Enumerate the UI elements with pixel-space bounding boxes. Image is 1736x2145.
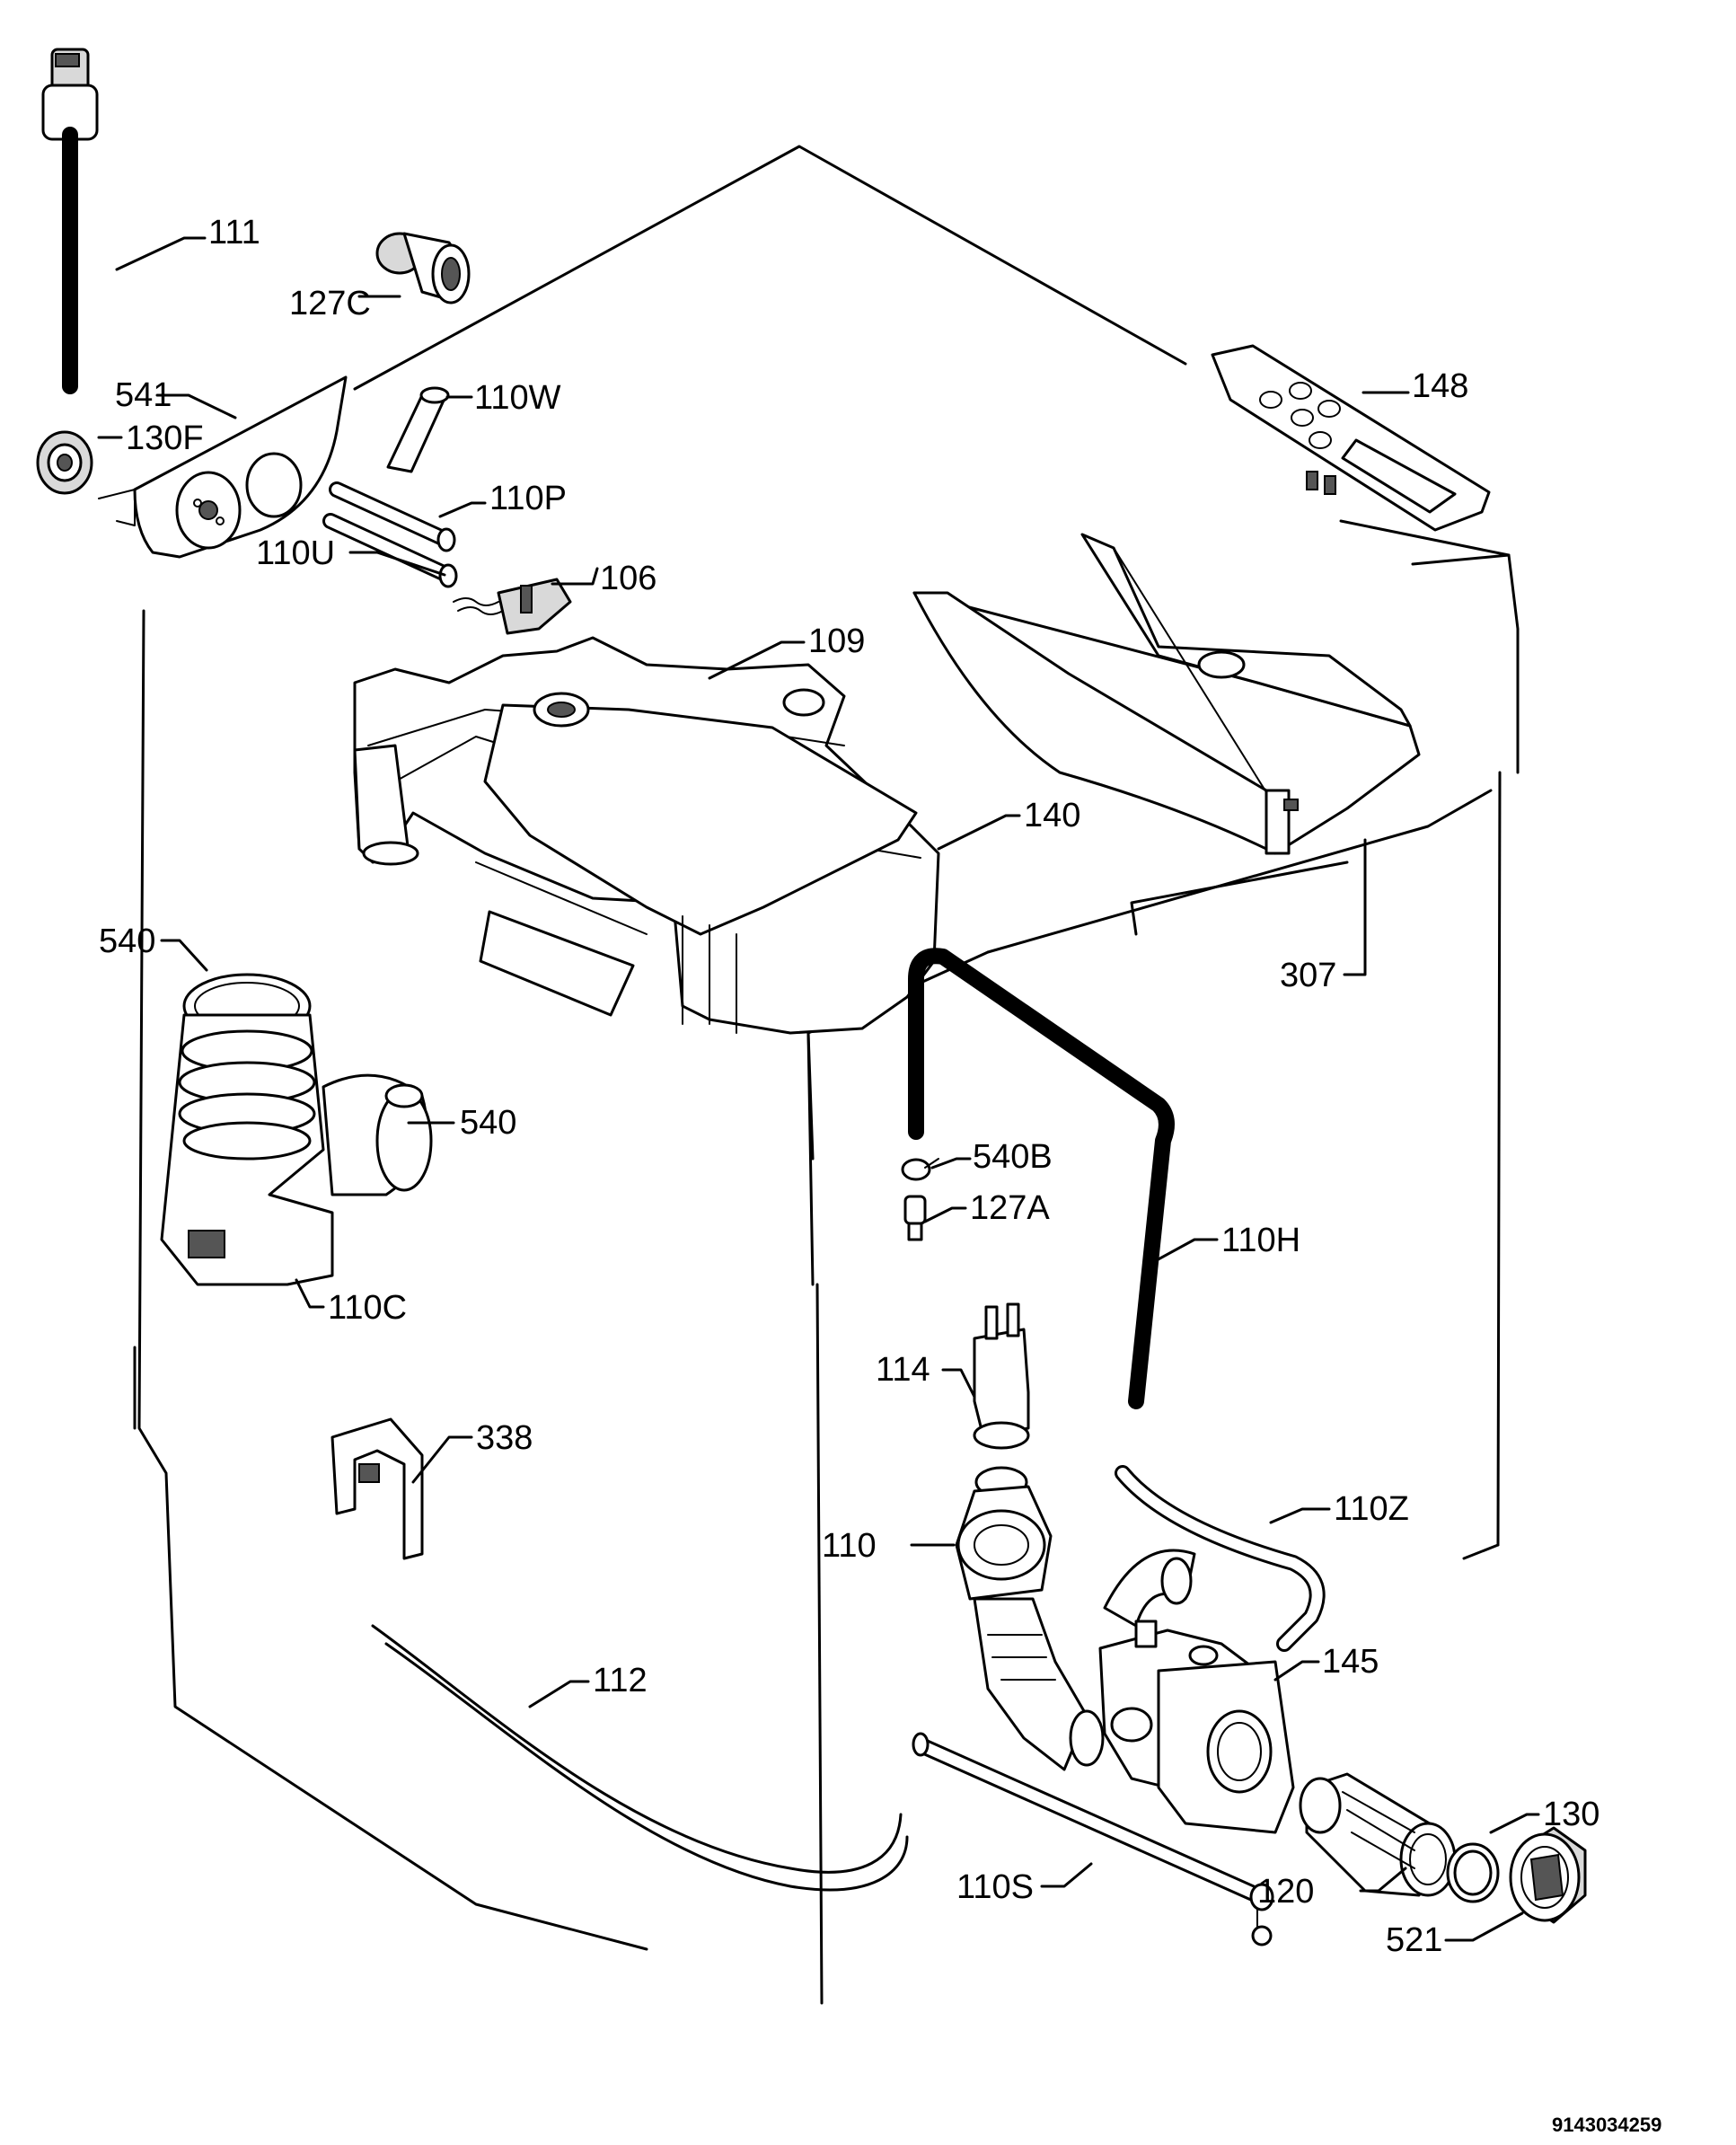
- label-307: 307: [1280, 957, 1336, 994]
- part-labels: 111 127C 541 130F 110W 110P 110U 106 109…: [99, 214, 1661, 2136]
- dispenser-drawer-307: [912, 533, 1421, 855]
- label-110Z: 110Z: [1334, 1490, 1409, 1528]
- hose-110W: [386, 386, 450, 473]
- inlet-hose-111: [41, 48, 99, 394]
- label-148: 148: [1412, 367, 1468, 405]
- label-127A: 127A: [970, 1189, 1050, 1227]
- leader-lines: [97, 236, 1540, 1942]
- label-540-side: 540: [460, 1104, 516, 1142]
- label-540B: 540B: [973, 1138, 1053, 1176]
- hose-110S: [912, 1732, 1274, 1946]
- document-number: 9143034259: [1552, 2114, 1661, 2136]
- label-111: 111: [208, 214, 260, 252]
- label-112: 112: [593, 1662, 648, 1699]
- gasket-130: [1446, 1842, 1500, 1903]
- drawer-cover-148: [1211, 344, 1491, 532]
- pressure-switch-114: [973, 1302, 1030, 1450]
- hose-110H: [908, 948, 1175, 1409]
- label-110U: 110U: [256, 534, 335, 572]
- connector-127A: [903, 1195, 927, 1241]
- label-540-top: 540: [99, 922, 155, 960]
- label-110P: 110P: [489, 480, 567, 517]
- label-110S: 110S: [956, 1868, 1034, 1906]
- filter-127C: [375, 232, 471, 305]
- label-130F: 130F: [126, 419, 204, 457]
- dispenser-housing-109-140: [353, 636, 940, 1035]
- label-140: 140: [1024, 797, 1080, 834]
- sump-hose-110: [955, 1466, 1196, 1771]
- clip-338: [330, 1417, 424, 1560]
- clamp-540B: [901, 1158, 939, 1181]
- label-106: 106: [600, 560, 657, 597]
- label-110: 110: [822, 1527, 877, 1565]
- drain-pump-145: [1098, 1620, 1295, 1834]
- label-120: 120: [1257, 1873, 1314, 1911]
- panel-541: [98, 375, 348, 559]
- label-521: 521: [1386, 1921, 1442, 1959]
- label-110C: 110C: [328, 1289, 407, 1327]
- label-109: 109: [808, 622, 865, 660]
- nut-130F: [36, 430, 93, 495]
- label-114: 114: [876, 1351, 930, 1389]
- label-541: 541: [115, 376, 172, 414]
- filter-120: [1299, 1772, 1457, 1897]
- label-110H: 110H: [1221, 1222, 1300, 1259]
- label-127C: 127C: [289, 285, 371, 322]
- cap-521: [1509, 1826, 1587, 1924]
- label-145: 145: [1322, 1643, 1379, 1681]
- label-130: 130: [1543, 1796, 1599, 1833]
- label-110W: 110W: [474, 379, 561, 417]
- valve-106: [453, 578, 572, 635]
- hose-110Z: [1115, 1465, 1326, 1652]
- label-338: 338: [476, 1419, 533, 1457]
- hoses-110P-110U: [322, 481, 458, 588]
- bellows-540: [160, 973, 433, 1286]
